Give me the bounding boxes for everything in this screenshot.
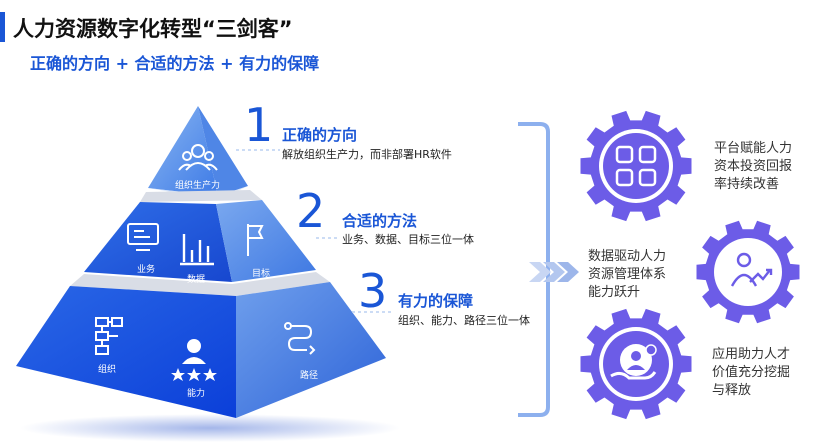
chevron-arrows-icon bbox=[529, 262, 579, 282]
pyramid-label-target: 目标 bbox=[252, 269, 271, 279]
gear1-center bbox=[603, 133, 669, 199]
middle-line-2: 资源管理体系 bbox=[588, 267, 667, 282]
page-title: 人力资源数字化转型“三剑客” bbox=[13, 17, 293, 41]
pyramid-gap-2 bbox=[70, 272, 330, 296]
pyramid-gap-1 bbox=[140, 190, 262, 202]
level-number-1: 1 bbox=[244, 98, 274, 152]
bar-chart-icon bbox=[180, 234, 214, 266]
gear-bottom-caption: 应用助力人才 价值充分挖掘 与释放 bbox=[712, 346, 790, 400]
pyramid-label-capability: 能力 bbox=[187, 389, 206, 399]
gear-bottom-line-1: 应用助力人才 bbox=[712, 347, 791, 362]
hand-coin-person-icon bbox=[610, 344, 657, 380]
pyramid-label-organization: 组织 bbox=[98, 365, 117, 375]
pyramid-label-data: 数据 bbox=[187, 275, 206, 285]
flag-icon bbox=[247, 224, 264, 256]
pyramid-label-productivity: 组织生产力 bbox=[175, 181, 221, 191]
monitor-icon bbox=[127, 223, 159, 251]
pyramid-tier-bottom bbox=[16, 282, 386, 418]
pyramid-label-path: 路径 bbox=[300, 371, 319, 381]
gear2-center bbox=[718, 242, 778, 302]
level-title-3: 有力的保障 bbox=[398, 292, 474, 310]
people-growth-icon bbox=[730, 252, 773, 287]
gear-top-line-1: 平台赋能人力 bbox=[714, 141, 793, 156]
page-subtitle: 正确的方向 + 合适的方法 + 有力的保障 bbox=[30, 54, 320, 73]
level-desc-2: 业务、数据、目标三位一体 bbox=[342, 233, 474, 246]
gear-bottom-line-2: 价值充分挖掘 bbox=[712, 365, 791, 380]
gear-top-caption: 平台赋能人力 资本投资回报 率持续改善 bbox=[714, 140, 792, 194]
gear-top-line-2: 资本投资回报 bbox=[714, 159, 793, 174]
level-number-2: 2 bbox=[296, 184, 326, 238]
pyramid-label-business: 业务 bbox=[137, 265, 156, 275]
level-number-3: 3 bbox=[358, 264, 388, 318]
level-title-2: 合适的方法 bbox=[342, 212, 418, 230]
gear-middle bbox=[696, 220, 800, 324]
level-desc-3: 组织、能力、路径三位一体 bbox=[398, 314, 530, 327]
title-accent-bar bbox=[0, 12, 5, 42]
gear-top bbox=[580, 110, 692, 222]
pyramid-shadow bbox=[20, 414, 400, 442]
middle-line-3: 能力跃升 bbox=[588, 285, 641, 300]
middle-line-1: 数据驱动人力 bbox=[588, 249, 667, 264]
gear-bottom-line-3: 与释放 bbox=[712, 383, 752, 398]
grid-apps-icon bbox=[615, 145, 657, 187]
gear-top-line-3: 率持续改善 bbox=[714, 177, 780, 192]
level-title-1: 正确的方向 bbox=[282, 126, 358, 144]
middle-summary: 数据驱动人力 资源管理体系 能力跃升 bbox=[588, 248, 666, 302]
level-desc-1: 解放组织生产力，而非部署HR软件 bbox=[282, 148, 452, 161]
person-stars-icon bbox=[171, 339, 217, 381]
people-group-icon bbox=[178, 144, 218, 171]
path-route-icon bbox=[284, 322, 316, 355]
org-structure-icon bbox=[95, 317, 123, 355]
